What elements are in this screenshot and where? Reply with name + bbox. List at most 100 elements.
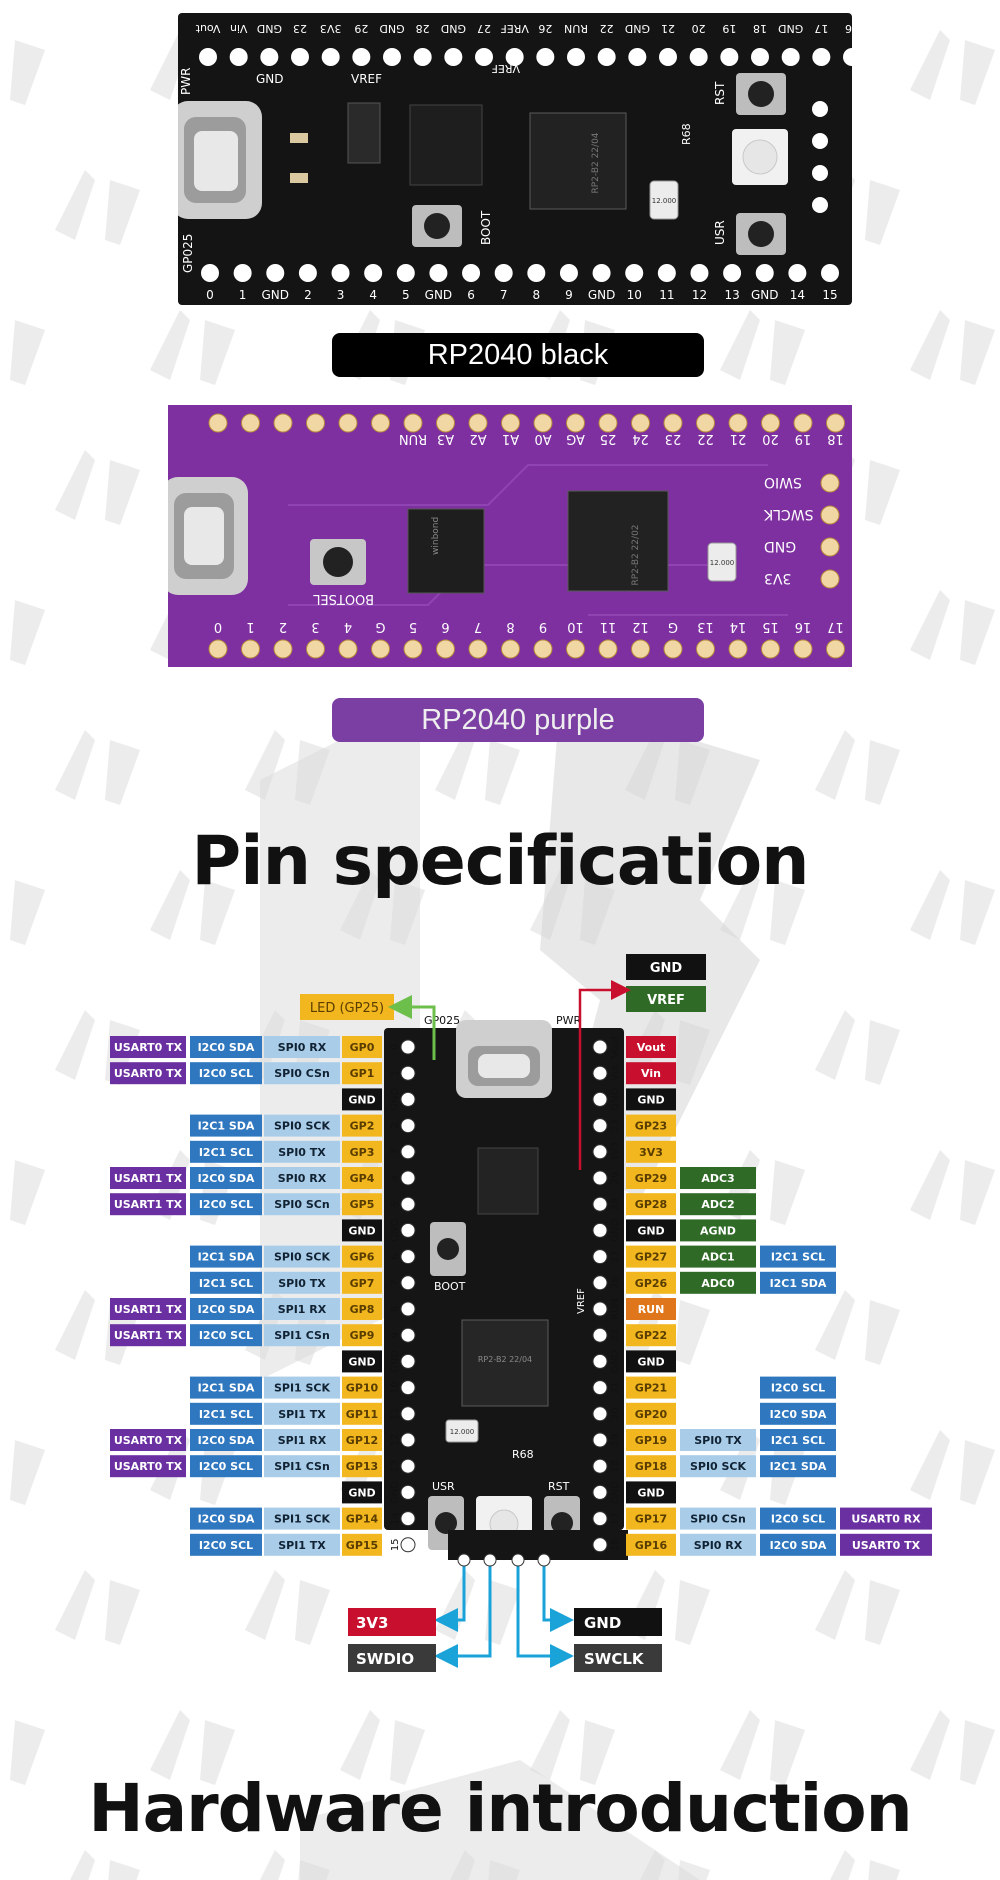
left-pin-tag-box bbox=[264, 1114, 340, 1137]
left-pin-tag-box bbox=[264, 1140, 340, 1163]
board-right-num: 19 bbox=[610, 1434, 621, 1447]
pin-hole bbox=[371, 639, 390, 659]
pin-hole bbox=[413, 48, 432, 66]
watermark-mark bbox=[910, 30, 995, 105]
right-pin-tag: ADC2 bbox=[701, 1198, 734, 1211]
top-pin-label: 22 bbox=[600, 22, 614, 35]
pin-hole bbox=[533, 639, 553, 659]
watermark-mark bbox=[0, 1160, 45, 1225]
board-right-num: 26 bbox=[610, 1276, 621, 1289]
silk-gp25: GP025 bbox=[181, 234, 195, 273]
pin-hole bbox=[566, 413, 585, 433]
pin-hole bbox=[592, 264, 611, 282]
left-pin-tag-box bbox=[342, 1167, 382, 1189]
left-pin-tag: GP13 bbox=[346, 1460, 378, 1473]
bottom-pin-label: 2 bbox=[304, 288, 312, 302]
bottom-pin-label: 5 bbox=[402, 288, 410, 302]
left-pin-tag: GP9 bbox=[350, 1329, 375, 1342]
hardware-introduction-heading: Hardware introduction bbox=[88, 1770, 912, 1847]
right-pin-tag: GP27 bbox=[635, 1251, 667, 1264]
pin-hole bbox=[592, 1091, 608, 1107]
pin-hole bbox=[592, 1353, 608, 1369]
diagram-silk-usr: USR bbox=[432, 1480, 455, 1493]
right-pin-tag: GP19 bbox=[635, 1434, 667, 1447]
vref-top-label: VREF bbox=[626, 986, 706, 1012]
left-pin-tag: I2C0 SDA bbox=[198, 1513, 255, 1526]
board-right-num: 23 bbox=[610, 1119, 621, 1132]
left-pin-tag-box bbox=[190, 1062, 262, 1085]
left-pin-tag: SPI0 SCK bbox=[274, 1251, 331, 1264]
right-pin-tag: GND bbox=[637, 1355, 664, 1368]
right-pin-tag-box bbox=[626, 1402, 676, 1425]
pin-hole bbox=[400, 1118, 416, 1134]
pin-hole bbox=[598, 639, 618, 659]
pin-hole bbox=[436, 639, 455, 659]
left-pin-tag-box bbox=[190, 1271, 262, 1294]
rgb-led-icon bbox=[732, 129, 788, 185]
right-pin-tag: GP22 bbox=[635, 1329, 667, 1342]
right-pin-tag: RUN bbox=[638, 1303, 665, 1316]
pin-hole bbox=[826, 413, 845, 433]
right-pin-tag: GP23 bbox=[635, 1120, 667, 1133]
pin-hole bbox=[689, 48, 708, 66]
right-pin-tag-box bbox=[680, 1193, 756, 1216]
left-pin-tag: USART1 TX bbox=[114, 1303, 183, 1316]
swclk-label: SWCLK bbox=[574, 1644, 662, 1672]
pin-hole bbox=[371, 413, 390, 433]
board-right-num: 18 bbox=[610, 1460, 621, 1473]
right-pin-tag-box bbox=[626, 1350, 676, 1373]
pin-hole bbox=[400, 1380, 416, 1396]
board-right-num: GND bbox=[610, 1219, 621, 1242]
pin-hole bbox=[429, 264, 448, 282]
left-pin-tag-box bbox=[342, 1245, 382, 1268]
right-pin-tag-box bbox=[680, 1455, 756, 1478]
top-pin-label: 22 bbox=[697, 431, 714, 446]
top-pin-label: AG bbox=[566, 431, 585, 446]
left-pin-tag: GP12 bbox=[346, 1434, 378, 1447]
top-pin-label: RUN bbox=[564, 22, 588, 35]
right-pin-tag: SPI0 TX bbox=[694, 1434, 742, 1447]
left-pin-tag: GP0 bbox=[350, 1041, 375, 1054]
right-pin-tag-box bbox=[680, 1429, 756, 1451]
right-pin-tag: GP18 bbox=[635, 1460, 667, 1473]
rp2040-purple-caption: RP2040 purple bbox=[332, 698, 704, 742]
left-pin-tag-box bbox=[342, 1298, 382, 1320]
board-left-num: 10 bbox=[390, 1381, 401, 1394]
right-pin-tag-box bbox=[626, 1455, 676, 1478]
bottom-pin-label: 15 bbox=[822, 288, 837, 302]
board-left-num: 15 bbox=[390, 1538, 401, 1551]
bottom-pin-label: 1 bbox=[239, 288, 247, 302]
diagram-silk-rst: RST bbox=[548, 1480, 570, 1493]
bottom-pin-label: 3 bbox=[337, 288, 345, 302]
right-pin-tag: I2C0 SDA bbox=[770, 1408, 827, 1421]
top-pin-label: 19 bbox=[722, 22, 736, 35]
gnd-top-label: GND bbox=[626, 954, 706, 980]
left-pin-tag: USART0 TX bbox=[114, 1041, 183, 1054]
flash-chip-icon bbox=[409, 104, 483, 186]
right-pin-tag: AGND bbox=[700, 1224, 736, 1237]
right-pin-tag: GP20 bbox=[635, 1408, 668, 1421]
board-left-num: 3 bbox=[390, 1149, 401, 1155]
top-pin-label: 20 bbox=[692, 22, 706, 35]
bottom-pin-label: 14 bbox=[730, 619, 747, 634]
pin-hole bbox=[321, 48, 340, 66]
top-pin-label: 23 bbox=[665, 431, 682, 446]
silk-r68: R68 bbox=[680, 123, 693, 145]
pinout-diagram: RP2-B2 22/04 12.000 GP025 PWR BOOT VREF … bbox=[110, 954, 932, 1672]
top-pin-label: 29 bbox=[354, 22, 368, 35]
top-pin-label: VREF bbox=[500, 22, 528, 35]
pin-hole bbox=[403, 413, 423, 433]
usr-button-icon bbox=[736, 213, 786, 255]
watermark-mark bbox=[815, 1290, 900, 1365]
top-pin-label: GND bbox=[778, 22, 803, 35]
bottom-pin-label: 8 bbox=[532, 288, 540, 302]
top-pin-label: 18 bbox=[827, 431, 844, 446]
top-pin-label: GND bbox=[379, 22, 404, 35]
left-pin-tag-box bbox=[342, 1350, 382, 1373]
left-pin-tag-box bbox=[110, 1455, 186, 1478]
right-pin-tag-box bbox=[626, 1533, 676, 1556]
right-pin-tag: SPI0 SCK bbox=[690, 1460, 747, 1473]
pin-hole bbox=[400, 1196, 416, 1212]
watermark-mark bbox=[150, 310, 235, 385]
